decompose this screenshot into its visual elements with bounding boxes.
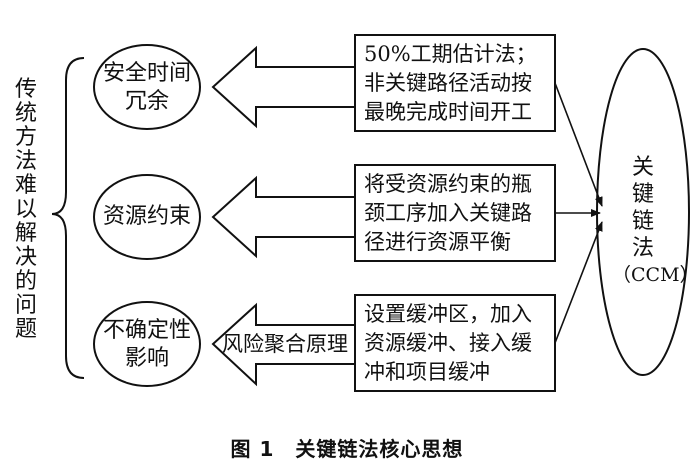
arrow-label-3: 风险聚合原理 — [222, 332, 348, 356]
connector-arrow-1 — [554, 82, 603, 207]
ccm-line: 法 — [631, 236, 654, 261]
label-char: 方 — [14, 125, 37, 150]
solution-line: 50%工期估计法； — [364, 42, 537, 66]
problem-ellipse-3 — [93, 301, 201, 387]
solution-line: 将受资源约束的瓶 — [364, 172, 532, 196]
problem-line: 安全时间 — [102, 61, 191, 86]
ccm-line: 链 — [631, 209, 654, 234]
left-brace — [51, 57, 85, 379]
label-char: 法 — [14, 149, 37, 174]
problem-text-2: 资源约束 — [94, 203, 200, 231]
connector-arrow-3 — [554, 221, 603, 344]
problem-line: 冗余 — [124, 89, 169, 114]
solution-line: 资源缓冲、接入缓 — [364, 331, 532, 355]
ccm-line: 键 — [631, 182, 654, 207]
label-char: 问 — [14, 293, 37, 318]
solution-text-3: 设置缓冲区，加入 资源缓冲、接入缓 冲和项目缓冲 — [364, 300, 532, 387]
problem-ellipse-2 — [93, 174, 201, 260]
problem-line: 影响 — [124, 346, 169, 371]
solution-line: 径进行资源平衡 — [364, 230, 511, 254]
ccm-line: （CCM） — [612, 264, 694, 286]
label-char: 解 — [14, 221, 37, 246]
left-vertical-label: 传 统 方 法 难 以 解 决 的 问 题 — [8, 78, 44, 342]
block-arrow-2 — [211, 175, 356, 259]
label-char: 以 — [14, 197, 37, 222]
figure-caption: 图 1 关键链法核心思想 — [230, 437, 464, 461]
solution-line: 设置缓冲区，加入 — [364, 302, 532, 326]
problem-text-1: 安全时间 冗余 — [94, 60, 200, 116]
problem-text-3: 不确定性 影响 — [94, 317, 200, 373]
solution-text-2: 将受资源约束的瓶 颈工序加入关键路 径进行资源平衡 — [364, 170, 532, 257]
problem-line: 不确定性 — [102, 318, 191, 343]
label-char: 传 — [14, 77, 37, 102]
ccm-label: 关 键 链 法 （CCM） — [612, 154, 694, 289]
block-arrow-1 — [211, 45, 356, 129]
solution-text-1: 50%工期估计法； 非关键路径活动按 最晚完成时间开工 — [364, 40, 537, 127]
problem-line: 资源约束 — [102, 204, 191, 229]
solution-box-1 — [354, 34, 556, 132]
ccm-line: 关 — [631, 155, 654, 180]
solution-line: 颈工序加入关键路 — [364, 201, 532, 225]
problem-ellipse-1 — [93, 44, 201, 130]
label-char: 的 — [14, 269, 37, 294]
solution-line: 冲和项目缓冲 — [364, 360, 490, 384]
label-char: 统 — [14, 101, 37, 126]
solution-box-3 — [354, 294, 556, 392]
solution-line: 非关键路径活动按 — [364, 71, 532, 95]
solution-line: 最晚完成时间开工 — [364, 100, 532, 124]
block-arrow-3 — [211, 302, 356, 387]
label-char: 难 — [14, 173, 37, 198]
label-char: 决 — [14, 245, 37, 270]
solution-box-2 — [354, 164, 556, 262]
label-char: 题 — [14, 317, 37, 342]
